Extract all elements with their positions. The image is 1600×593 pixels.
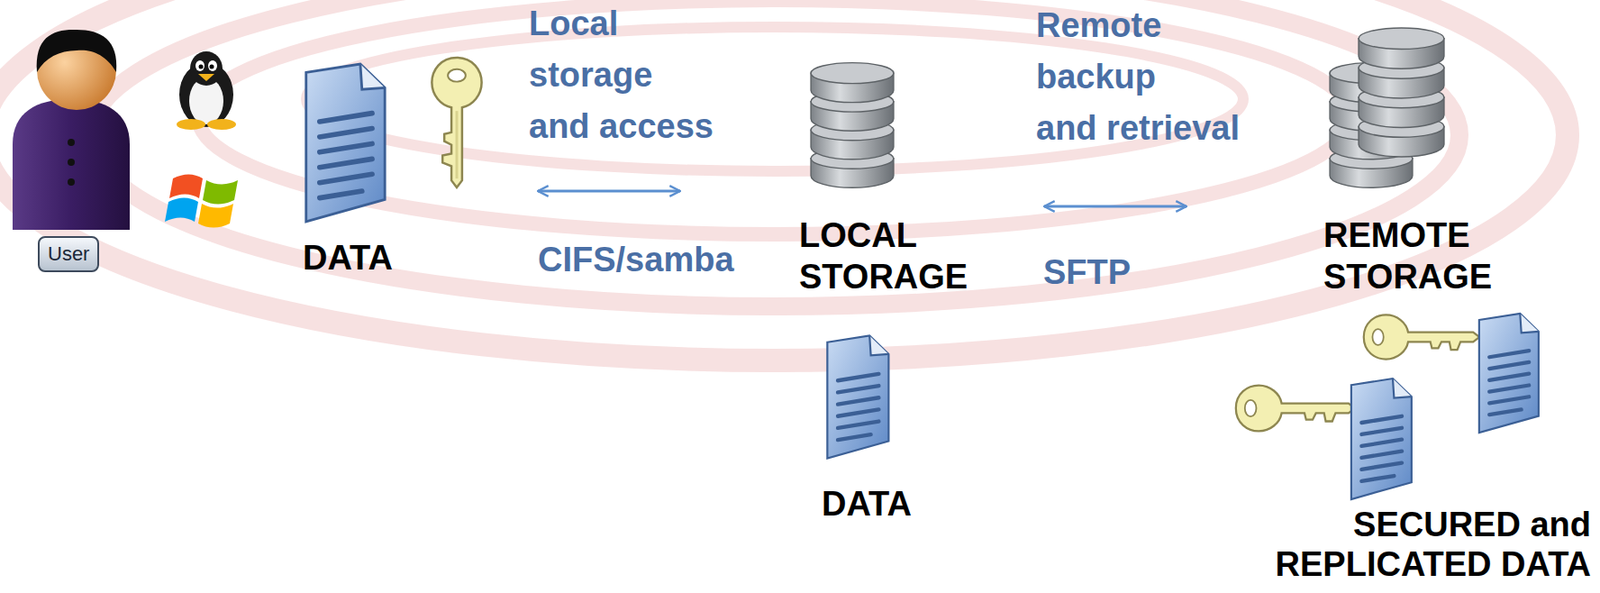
double-arrow (1044, 205, 1187, 209)
annotation-label: Remote backup and retrieval (1036, 0, 1240, 155)
text-line: STORAGE (1323, 255, 1492, 298)
data-document (1351, 378, 1412, 500)
text-line: SECURED and (1275, 504, 1591, 545)
node-label: DATA (821, 482, 912, 525)
key-icon (431, 57, 482, 188)
document-node: DATA (302, 61, 492, 279)
node-label: REMOTE STORAGE (1323, 214, 1492, 298)
local-database (810, 63, 894, 189)
storage-node: REMOTE STORAGE (1323, 20, 1504, 305)
document-node: DATA (821, 334, 916, 526)
storage-node: LOCAL STORAGE (799, 55, 980, 305)
node-label: DATA (302, 236, 393, 279)
text-line: backup (1036, 51, 1240, 103)
key-icon (1236, 385, 1355, 432)
user-button-label: User (37, 236, 100, 273)
protocol-label: CIFS/samba (537, 239, 735, 280)
data-document (306, 63, 385, 222)
user-figure (12, 29, 130, 230)
text-line: and retrieval (1036, 102, 1240, 155)
text-line: LOCAL (799, 214, 968, 256)
text-line: storage (528, 49, 714, 101)
user-icon: User (9, 30, 133, 276)
protocol-label: SFTP (1043, 252, 1131, 292)
double-arrow (537, 190, 681, 193)
text-line: Local (528, 0, 714, 50)
text-line: Remote (1036, 0, 1240, 52)
remote-database (1358, 27, 1445, 157)
text-line: REPLICATED DATA (1275, 544, 1591, 584)
text-line: STORAGE (799, 255, 968, 298)
secured-data-node: SECURED and REPLICATED DATA (1234, 306, 1591, 590)
windows-logo (164, 174, 238, 228)
linux-penguin (176, 51, 237, 130)
key-icon (1363, 314, 1480, 359)
data-document (1479, 313, 1539, 433)
node-label: LOCAL STORAGE (799, 214, 968, 298)
text-line: REMOTE (1323, 214, 1492, 256)
data-document (827, 335, 889, 458)
annotation-label: Local storage and access (528, 0, 714, 153)
node-label: SECURED and REPLICATED DATA (1275, 504, 1591, 584)
text-line: and access (528, 100, 714, 153)
background-rings (0, 0, 1568, 361)
